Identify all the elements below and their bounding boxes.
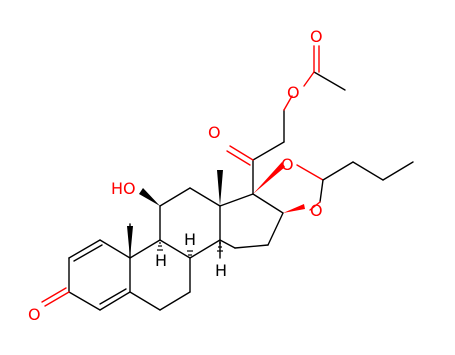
ring-c [127, 187, 221, 259]
ring-a [41, 239, 131, 311]
stereo-bonds [139, 188, 223, 259]
h-c8-label: H [184, 230, 196, 249]
ester-oxygen-label: O [287, 83, 300, 102]
h-c14-label: H [215, 261, 227, 280]
dioxolane-lower-oxygen-label: O [310, 201, 323, 220]
ring-b [129, 239, 191, 311]
ketone-oxygen-label: O [28, 305, 41, 324]
acetyl-oxygen-label: O [310, 27, 323, 46]
h-c9-label: H [155, 251, 167, 270]
hydroxyl-label: HO [111, 179, 136, 198]
side-chain [226, 45, 346, 195]
side-ketone-oxygen-label: O [208, 123, 221, 142]
ring-d [217, 170, 284, 249]
dioxolane [253, 161, 414, 213]
dioxolane-upper-oxygen-label: O [281, 155, 294, 174]
